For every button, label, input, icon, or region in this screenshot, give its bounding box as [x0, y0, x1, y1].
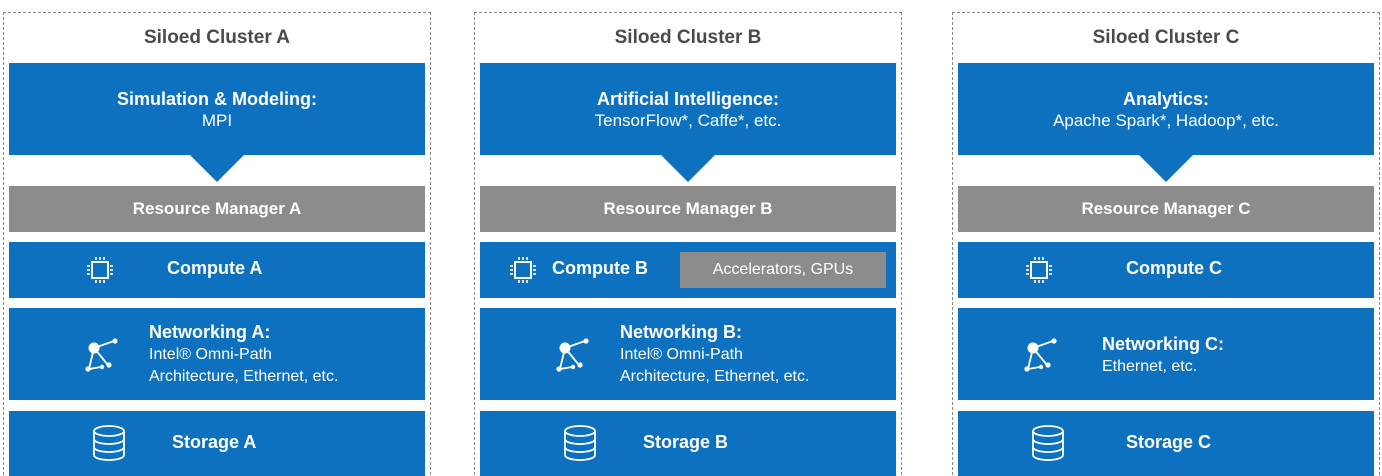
application-frameworks: TensorFlow*, Caffe*, etc.	[594, 111, 782, 130]
networking-box: Networking C: Ethernet, etc.	[958, 308, 1374, 400]
cluster-a: Siloed Cluster A Simulation & Modeling: …	[3, 12, 431, 476]
application-box: Simulation & Modeling: MPI	[9, 63, 425, 155]
networking-desc-line: Intel® Omni-Path	[620, 346, 743, 363]
networking-title: Networking B:	[620, 322, 743, 342]
networking-desc-line: Intel® Omni-Path	[149, 346, 272, 363]
database-icon	[89, 423, 129, 463]
storage-label: Storage B	[643, 432, 729, 452]
cluster-title: Siloed Cluster A	[143, 27, 291, 48]
compute-box: Compute C	[958, 242, 1374, 298]
resource-manager-box: Resource Manager C	[958, 186, 1374, 232]
cluster-title: Siloed Cluster B	[614, 27, 762, 48]
application-title: Simulation & Modeling:	[117, 89, 317, 109]
chip-icon	[1024, 255, 1054, 285]
database-icon	[560, 423, 600, 463]
application-title: Artificial Intelligence:	[596, 89, 780, 109]
networking-title: Networking A:	[149, 322, 271, 342]
application-frameworks: Apache Spark*, Hadoop*, etc.	[1053, 111, 1279, 130]
networking-desc-line: Ethernet, etc.	[1102, 358, 1198, 375]
network-nodes-icon	[552, 333, 594, 375]
compute-box: Compute A	[9, 242, 425, 298]
networking-title: Networking C:	[1102, 334, 1225, 354]
storage-label: Storage A	[172, 432, 257, 452]
networking-text: Networking C: Ethernet, etc.	[1102, 332, 1224, 378]
chip-icon	[85, 255, 115, 285]
networking-text: Networking A: Intel® Omni-Path Architect…	[149, 320, 338, 388]
cluster-b: Siloed Cluster B Artificial Intelligence…	[474, 12, 902, 476]
application-box: Analytics: Apache Spark*, Hadoop*, etc.	[958, 63, 1374, 155]
accelerators-box: Accelerators, GPUs	[680, 252, 886, 288]
cluster-title: Siloed Cluster C	[1092, 27, 1240, 48]
down-arrow-icon	[660, 154, 716, 182]
storage-box: Storage B	[480, 411, 896, 476]
networking-desc-line: Architecture, Ethernet, etc.	[149, 368, 339, 385]
database-icon	[1028, 423, 1068, 463]
compute-box: Compute B Accelerators, GPUs	[480, 242, 896, 298]
resource-manager-box: Resource Manager B	[480, 186, 896, 232]
networking-box: Networking A: Intel® Omni-Path Architect…	[9, 308, 425, 400]
cluster-c: Siloed Cluster C Analytics: Apache Spark…	[952, 12, 1380, 476]
chip-icon	[508, 255, 538, 285]
networking-text: Networking B: Intel® Omni-Path Architect…	[620, 320, 809, 388]
application-frameworks: MPI	[201, 111, 233, 130]
compute-label: Compute B	[552, 258, 648, 278]
storage-label: Storage C	[1126, 432, 1212, 452]
network-nodes-icon	[81, 333, 123, 375]
down-arrow-icon	[189, 154, 245, 182]
application-box: Artificial Intelligence: TensorFlow*, Ca…	[480, 63, 896, 155]
networking-box: Networking B: Intel® Omni-Path Architect…	[480, 308, 896, 400]
compute-label: Compute A	[167, 258, 263, 278]
storage-box: Storage C	[958, 411, 1374, 476]
networking-desc-line: Architecture, Ethernet, etc.	[620, 368, 810, 385]
compute-label: Compute C	[1126, 258, 1222, 278]
application-title: Analytics:	[1122, 89, 1210, 109]
network-nodes-icon	[1020, 333, 1062, 375]
down-arrow-icon	[1138, 154, 1194, 182]
storage-box: Storage A	[9, 411, 425, 476]
resource-manager-box: Resource Manager A	[9, 186, 425, 232]
